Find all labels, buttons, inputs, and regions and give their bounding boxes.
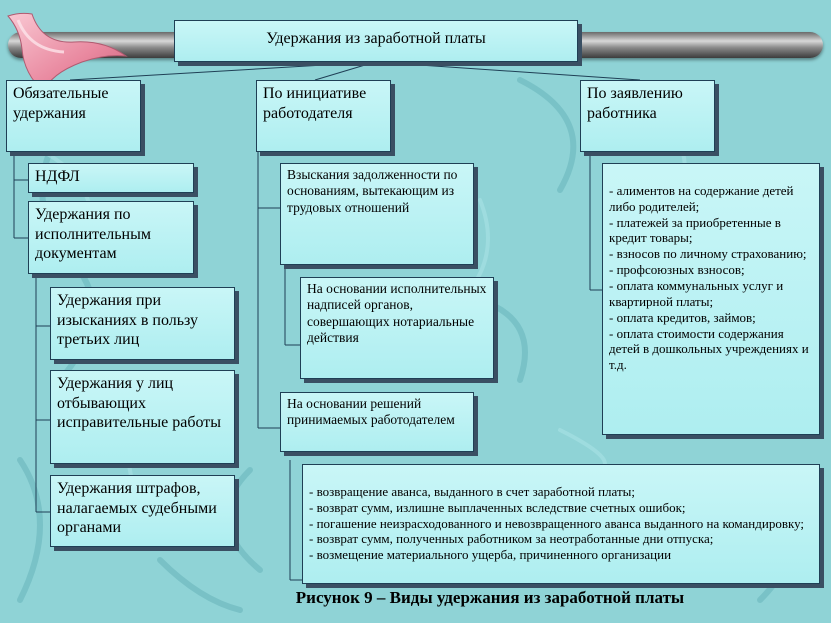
exec-docs-label: Удержания по исполнительным документам: [35, 206, 151, 263]
notary-label: На основании исполнительных надписей орг…: [307, 281, 487, 346]
title-text: Удержания из заработной платы: [266, 30, 486, 47]
figure-caption: Рисунок 9 – Виды удержания из заработной…: [295, 588, 685, 607]
employer-decisions-label: На основании решений принимаемых работод…: [287, 396, 455, 428]
notary-box: На основании исполнительных надписей орг…: [300, 277, 494, 379]
category-mandatory: Обязательные удержания: [6, 80, 141, 152]
labor-debt-label: Взыскания задолженности по основаниям, в…: [287, 167, 458, 215]
category-employee: По заявлению работника: [580, 80, 715, 152]
category-employer-label: По инициативе работодателя: [263, 85, 367, 122]
prisoners-box: Удержания у лиц отбывающих исправительны…: [50, 370, 235, 464]
fines-box: Удержания штрафов, налагаемых судебными …: [50, 475, 235, 547]
swoosh-logo: [7, 12, 128, 93]
labor-debt-box: Взыскания задолженности по основаниям, в…: [280, 163, 474, 265]
title-box: Удержания из заработной платы: [174, 20, 578, 62]
third-parties-label: Удержания при изысканиях в пользу третьи…: [57, 292, 199, 349]
category-mandatory-label: Обязательные удержания: [13, 85, 109, 122]
decision-list-box: - возвращение аванса, выданного в счет з…: [302, 464, 820, 584]
employee-list-box: - алиментов на содержание детей либо род…: [602, 163, 820, 435]
category-employer: По инициативе работодателя: [256, 80, 391, 152]
decision-list-text: - возвращение аванса, выданного в счет з…: [309, 483, 805, 563]
exec-docs-box: Удержания по исполнительным документам: [28, 201, 194, 274]
employer-decisions-box: На основании решений принимаемых работод…: [280, 392, 474, 452]
employee-list-text: - алиментов на содержание детей либо род…: [609, 182, 809, 373]
ndfl-box: НДФЛ: [28, 163, 194, 193]
ndfl-label: НДФЛ: [35, 168, 80, 185]
category-employee-label: По заявлению работника: [587, 85, 683, 122]
third-parties-box: Удержания при изысканиях в пользу третьи…: [50, 287, 235, 360]
prisoners-label: Удержания у лиц отбывающих исправительны…: [57, 375, 222, 432]
fines-label: Удержания штрафов, налагаемых судебными …: [57, 480, 217, 537]
